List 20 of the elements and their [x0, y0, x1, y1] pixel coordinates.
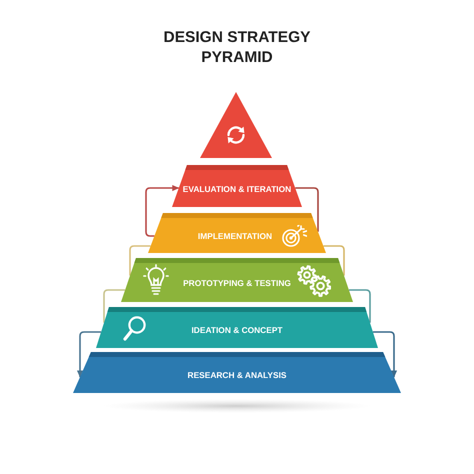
arrow	[372, 331, 398, 378]
pyramid-layer	[148, 213, 326, 253]
layer-label: IDEATION & CONCEPT	[191, 325, 283, 335]
pyramid-layer	[73, 352, 401, 393]
layer-label: EVALUATION & ITERATION	[182, 184, 292, 194]
pyramid-layer	[121, 258, 353, 302]
connector-line	[129, 245, 151, 276]
layer-label: IMPLEMENTATION	[198, 230, 272, 240]
connector-line	[323, 245, 345, 276]
pyramid-layer	[172, 165, 302, 207]
layer-label: RESEARCH & ANALYSIS	[188, 370, 286, 380]
layer-label: PROTOTYPING & TESTING	[183, 278, 291, 288]
diagram-title: DESIGN STRATEGY PYRAMID	[162, 28, 312, 68]
arrow	[145, 184, 180, 237]
connector-line	[295, 187, 319, 232]
connector-line	[348, 289, 371, 323]
connector-line	[103, 289, 126, 323]
pyramid-layer	[96, 307, 378, 348]
pyramid-apex	[200, 92, 272, 158]
arrow	[76, 331, 102, 378]
